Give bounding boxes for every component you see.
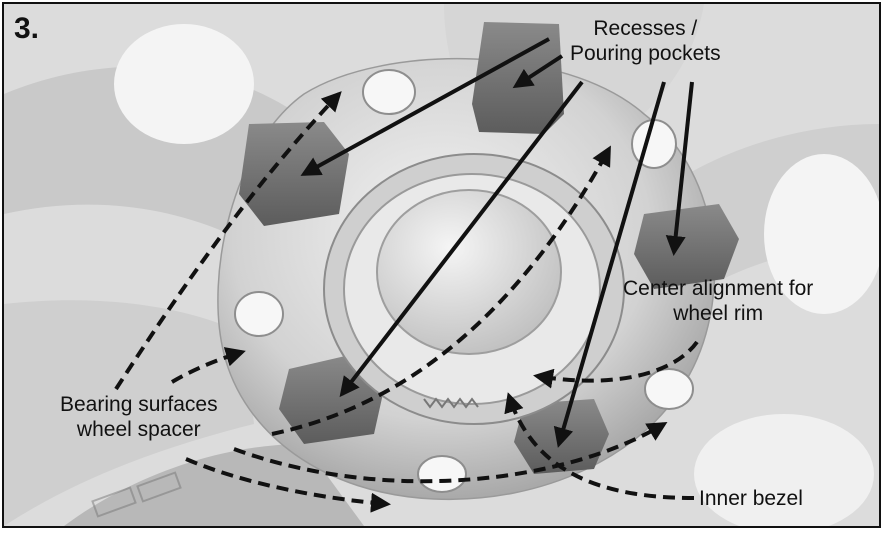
bolt-hole-bottom-right (644, 368, 694, 410)
arrows-bearing-surfaces (114, 91, 668, 513)
wheel-hub-illustration (4, 4, 879, 526)
label-recesses-line1: Recesses / (593, 17, 698, 40)
rim-opening-right (764, 154, 879, 314)
arrow-recess-right (665, 81, 694, 256)
arrow-bearing-bottom-right (233, 421, 668, 484)
arrow-recess-bottom-left (339, 80, 584, 398)
spoke-left (4, 300, 254, 526)
arrow-bearing-upper-right (271, 145, 611, 436)
arrow-center-alignment (533, 340, 699, 389)
embossed-lettering (91, 471, 182, 518)
diagram-frame: 3. Recesses / Pouring pockets Center ali… (2, 2, 881, 528)
arrow-bearing-bottom (185, 457, 391, 513)
rim-opening-bottom-right (694, 414, 874, 526)
bolt-hole-top (362, 69, 416, 115)
bolt-hole-left (234, 291, 284, 337)
label-center-alignment: Center alignment for wheel rim (623, 276, 813, 326)
arrow-bearing-top-left (114, 91, 342, 391)
arrow-bearing-left (170, 347, 246, 384)
panel-number: 3. (14, 12, 40, 45)
arrow-recess-top-left (300, 37, 550, 176)
label-inner-bezel: Inner bezel (699, 487, 803, 510)
label-bearing-surfaces-line2: wheel spacer (76, 418, 201, 441)
center-cap (376, 189, 562, 355)
pocket-right (634, 204, 739, 289)
label-center-alignment-line2: wheel rim (673, 302, 764, 325)
label-bearing-surfaces-line1: Bearing surfaces (60, 393, 218, 416)
pocket-top (472, 22, 564, 134)
arrows-recesses (300, 37, 694, 448)
arrow-inner-bezel (504, 392, 695, 500)
arrow-recess-bottom-right (553, 81, 666, 448)
label-bearing-surfaces: Bearing surfaces wheel spacer (60, 392, 218, 442)
label-center-alignment-line1: Center alignment for (623, 277, 814, 300)
label-recesses: Recesses / Pouring pockets (570, 16, 721, 66)
rim-opening-top-left (114, 24, 254, 144)
bolt-hole-bottom (417, 455, 467, 493)
label-recesses-line2: Pouring pockets (570, 42, 721, 65)
bolt-hole-right (631, 119, 677, 169)
pocket-top-left (239, 122, 349, 226)
arrow-recess-top (512, 54, 564, 89)
bezel-serration (423, 397, 479, 409)
